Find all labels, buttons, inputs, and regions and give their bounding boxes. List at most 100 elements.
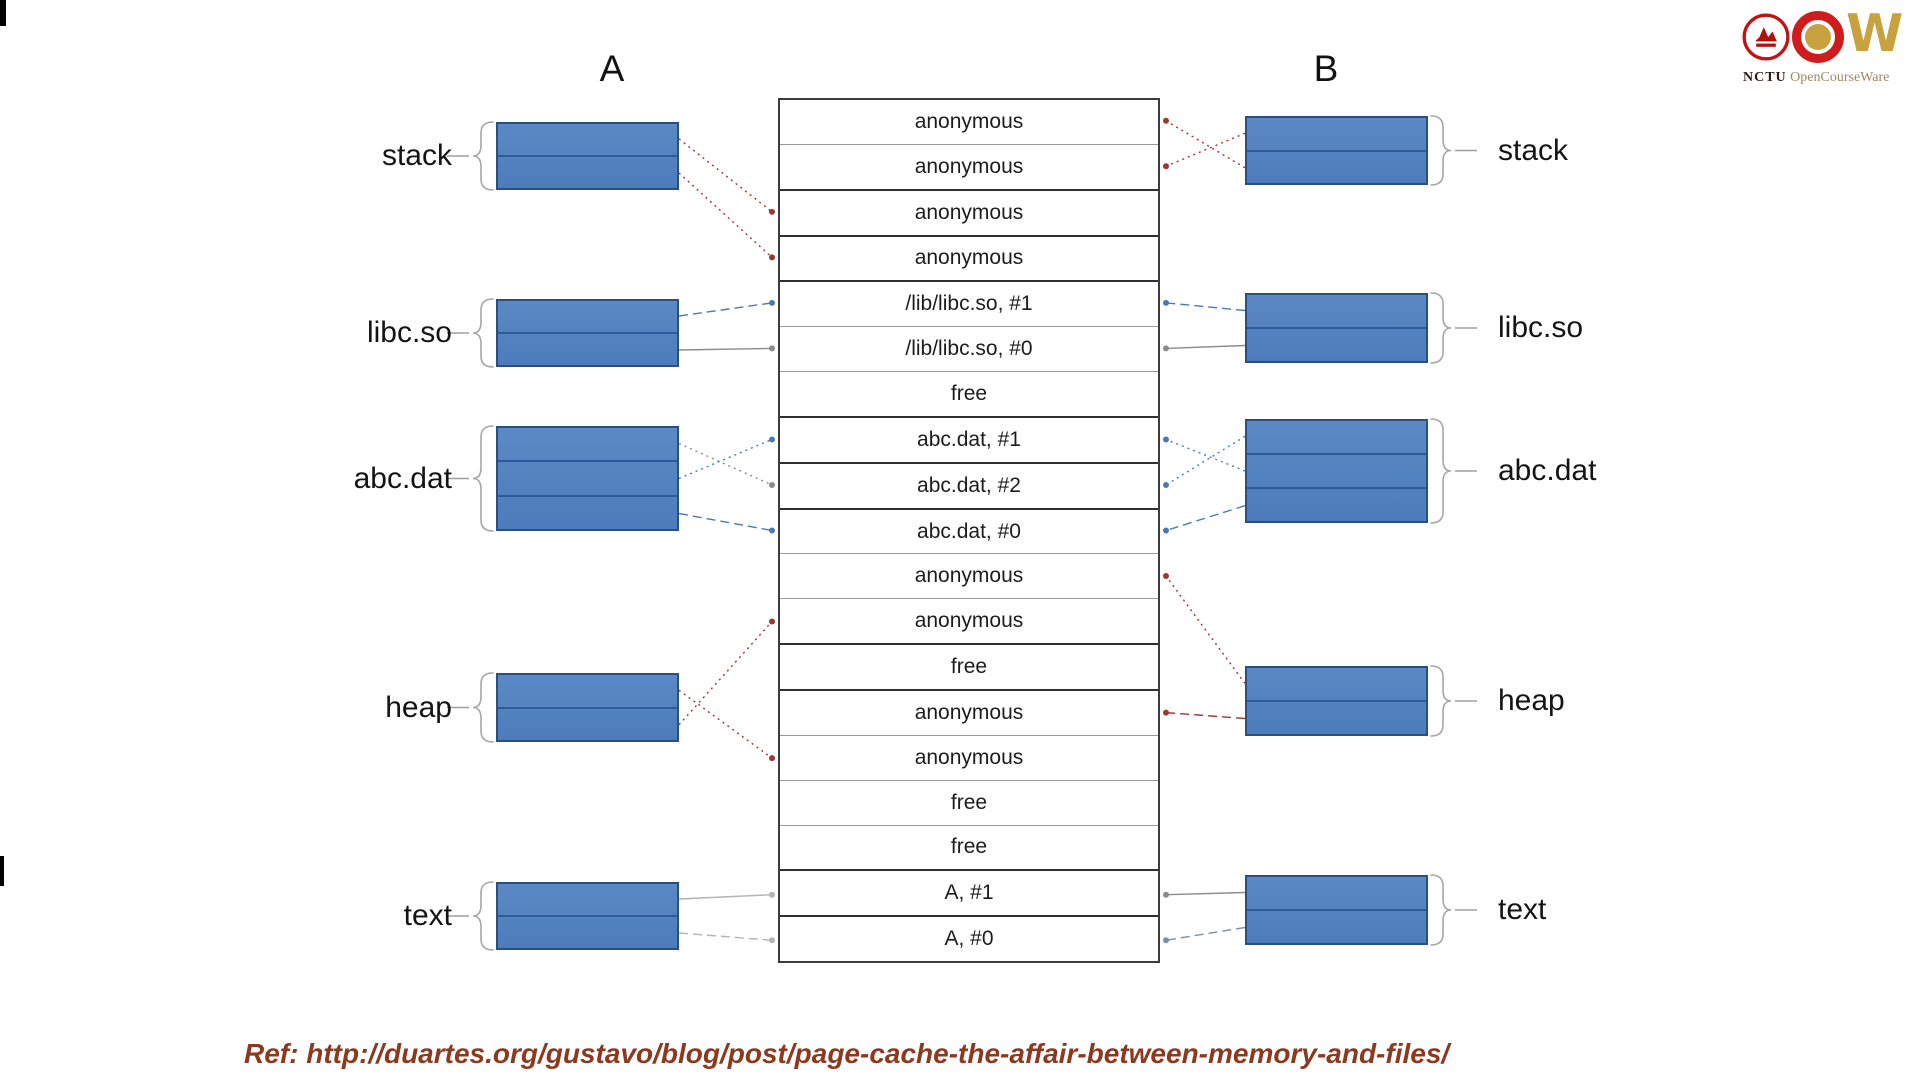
process-b-heap-page-1 — [1247, 700, 1426, 734]
process-a-stack-box — [496, 122, 679, 190]
process-a-libc-box — [496, 299, 679, 367]
memory-row: free — [780, 824, 1158, 870]
arrowhead-dot — [1163, 709, 1169, 716]
process-a-abc-box — [496, 426, 679, 531]
memory-row: free — [780, 371, 1158, 416]
process-a-title: A — [599, 48, 625, 89]
arrowhead-dot — [769, 481, 775, 488]
memory-row: free — [780, 779, 1158, 825]
process-a-text-box — [496, 882, 679, 950]
arrowhead-dot — [1163, 345, 1169, 352]
memory-row: abc.dat, #2 — [780, 461, 1158, 508]
process-a-abc-page-1 — [498, 460, 677, 494]
nctu-ocw-logo: W NCTU OpenCourseWare — [1742, 4, 1912, 98]
process-b-heap-page-0 — [1247, 668, 1426, 700]
brace-a-text — [472, 881, 494, 951]
arrowhead-dot — [769, 436, 775, 443]
process-a-libc-page-1 — [498, 332, 677, 365]
process-b-text-label: text — [1498, 893, 1547, 926]
process-b-text-box — [1245, 875, 1428, 945]
arrowhead-dot — [769, 208, 775, 215]
logo-ocw-text: OpenCourseWare — [1790, 70, 1890, 85]
brace-b-libc — [1430, 292, 1452, 364]
process-a-text-page-1 — [498, 915, 677, 948]
process-b-title: B — [1313, 48, 1339, 89]
video-edge-artifact — [0, 856, 4, 886]
memory-row: anonymous — [914, 109, 1024, 133]
memory-row: free — [780, 643, 1158, 689]
nctu-seal-icon — [1742, 13, 1790, 61]
process-b-libc-page-1 — [1247, 327, 1426, 361]
process-a-libc-page-0 — [498, 301, 677, 332]
memory-row: /lib/libc.so, #1 — [780, 280, 1158, 326]
arrowhead-dot — [1163, 117, 1169, 124]
brace-b-abc — [1430, 418, 1452, 524]
memory-row: anonymous — [780, 188, 1158, 235]
memory-row: anonymous — [780, 234, 1158, 281]
arrowhead-dot — [769, 937, 775, 944]
arrowhead-dot — [769, 891, 775, 898]
mapping-arrow-a-text-1 — [678, 932, 773, 941]
process-b-stack-box — [1245, 116, 1428, 185]
mapping-arrow-b-stack-0 — [1165, 132, 1246, 167]
process-a-text-label: text — [403, 899, 452, 932]
process-b-abc-box — [1245, 419, 1428, 523]
process-a-abc-page-0 — [498, 428, 677, 460]
process-a-heap-page-0 — [498, 675, 677, 707]
brace-a-heap — [472, 672, 494, 743]
process-a-heap-label: heap — [385, 690, 452, 724]
mapping-arrow-b-heap-1 — [1165, 711, 1246, 720]
brace-b-heap — [1430, 665, 1452, 737]
process-a-heap-box — [496, 673, 679, 742]
arrowhead-dot — [769, 755, 775, 762]
process-a-text-page-0 — [498, 884, 677, 915]
process-b-text-page-0 — [1247, 877, 1426, 909]
process-b-libc-box — [1245, 293, 1428, 363]
arrowhead-dot — [1163, 299, 1169, 306]
arrowhead-dot — [769, 254, 775, 261]
process-b-stack-page-1 — [1247, 149, 1426, 184]
brace-b-stack — [1430, 115, 1452, 186]
brace-a-stack — [472, 121, 494, 191]
arrowhead-dot — [769, 345, 775, 352]
arrowhead-dot — [1163, 937, 1169, 944]
mapping-arrow-b-abc-2 — [1165, 504, 1246, 532]
memory-row: abc.dat, #1 — [780, 415, 1158, 462]
memory-row: anonymous — [780, 143, 1158, 189]
process-a-stack-page-0 — [498, 124, 677, 155]
memory-row: A, #0 — [780, 915, 1158, 961]
mapping-arrow-a-stack-1 — [678, 172, 773, 258]
mapping-arrow-b-heap-0 — [1165, 575, 1246, 684]
mapping-arrow-a-libc-1 — [678, 347, 773, 351]
memory-row: anonymous — [780, 734, 1158, 780]
mapping-arrow-a-text-0 — [678, 894, 773, 900]
mapping-arrow-a-libc-0 — [678, 302, 773, 317]
arrowhead-dot — [769, 618, 775, 625]
mapping-arrow-a-heap-1 — [678, 621, 773, 726]
arrowhead-dot — [1163, 481, 1169, 488]
arrowhead-dot — [769, 299, 775, 306]
ocw-o-center — [1805, 24, 1831, 50]
process-a-abc-page-2 — [498, 494, 677, 529]
process-b-stack-page-0 — [1247, 118, 1426, 150]
process-a-stack-label: stack — [381, 139, 452, 172]
process-b-abc-page-0 — [1247, 421, 1426, 453]
mapping-arrow-a-abc-1 — [678, 438, 773, 480]
arrowhead-dot — [1163, 891, 1169, 898]
arrowhead-dot — [1163, 163, 1169, 170]
mapping-arrow-b-libc-1 — [1165, 344, 1246, 350]
mapping-arrow-b-abc-0 — [1165, 435, 1246, 486]
process-a-abc-label: abc.dat — [353, 461, 452, 495]
brace-b-text — [1430, 874, 1452, 946]
logo-nctu-text: NCTU — [1743, 70, 1787, 85]
brace-a-libc — [472, 298, 494, 368]
arrowhead-dot — [1163, 527, 1169, 534]
memory-row: /lib/libc.so, #0 — [780, 326, 1158, 371]
mapping-arrow-b-abc-1 — [1165, 438, 1246, 472]
process-b-stack-label: stack — [1498, 133, 1569, 167]
ocw-o-icon — [1792, 11, 1844, 63]
video-edge-artifact — [0, 0, 6, 26]
mapping-arrow-b-text-1 — [1165, 926, 1246, 941]
